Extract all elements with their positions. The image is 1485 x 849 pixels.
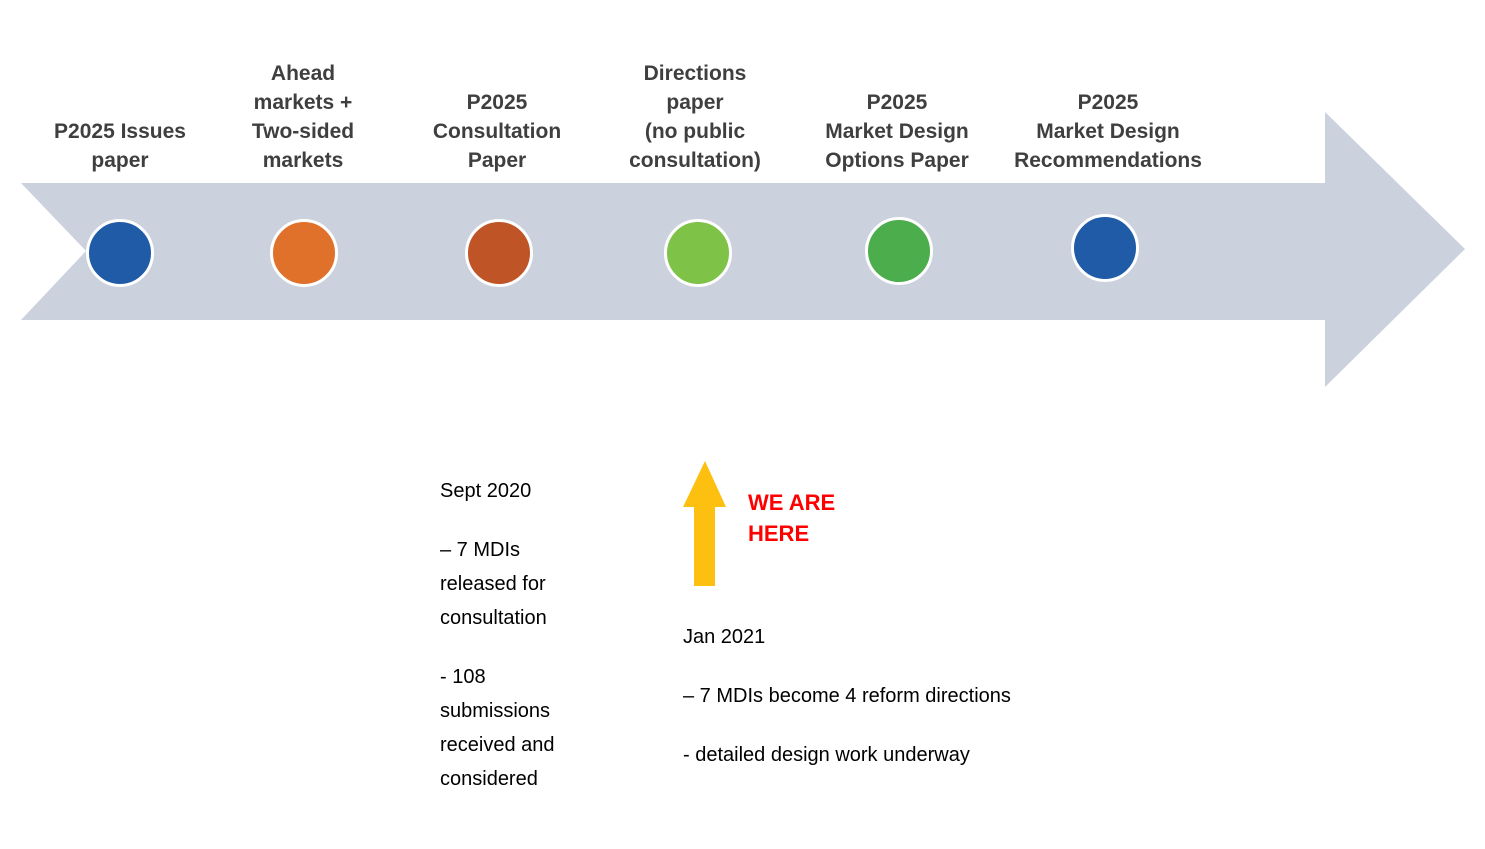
milestone-dot-1	[86, 219, 154, 287]
milestone-label-recommendations: P2025 Market Design Recommendations	[1014, 91, 1202, 172]
sept-2020-note: Sept 2020 – 7 MDIs released for consulta…	[440, 474, 620, 821]
sept-2020-subs-line: - 108 submissions received and considere…	[440, 666, 555, 790]
timeline-arrow-shape	[21, 112, 1465, 387]
milestone-labels: P2025 Issues paper Ahead markets + Two-s…	[0, 0, 1485, 177]
we-are-here-label: WE ARE HERE	[748, 490, 836, 546]
sept-2020-mdis-line: – 7 MDIs released for consultation	[440, 539, 547, 629]
milestone-label-directions-paper: Directions paper (no public consultation…	[629, 62, 761, 172]
we-are-here-arrow-shape	[683, 461, 726, 586]
milestone-dot-3	[465, 219, 533, 287]
jan-2021-reforms-line: – 7 MDIs become 4 reform directions	[683, 685, 1011, 707]
jan-2021-date: Jan 2021	[683, 626, 766, 648]
milestone-label-ahead-markets: Ahead markets + Two-sided markets	[251, 62, 355, 172]
milestone-dot-2	[270, 219, 338, 287]
jan-2021-note: Jan 2021 – 7 MDIs become 4 reform direct…	[683, 620, 1223, 797]
milestone-dot-4	[664, 219, 732, 287]
milestone-dot-6	[1071, 214, 1139, 282]
we-are-here-arrow-icon	[683, 461, 726, 586]
milestone-dot-5	[865, 217, 933, 285]
jan-2021-design-line: - detailed design work underway	[683, 744, 970, 766]
sept-2020-date: Sept 2020	[440, 480, 532, 502]
milestone-label-consultation-paper: P2025 Consultation Paper	[432, 91, 562, 172]
milestone-label-options-paper: P2025 Market Design Options Paper	[825, 91, 969, 172]
milestone-label-issues-paper: P2025 Issues paper	[54, 120, 186, 172]
